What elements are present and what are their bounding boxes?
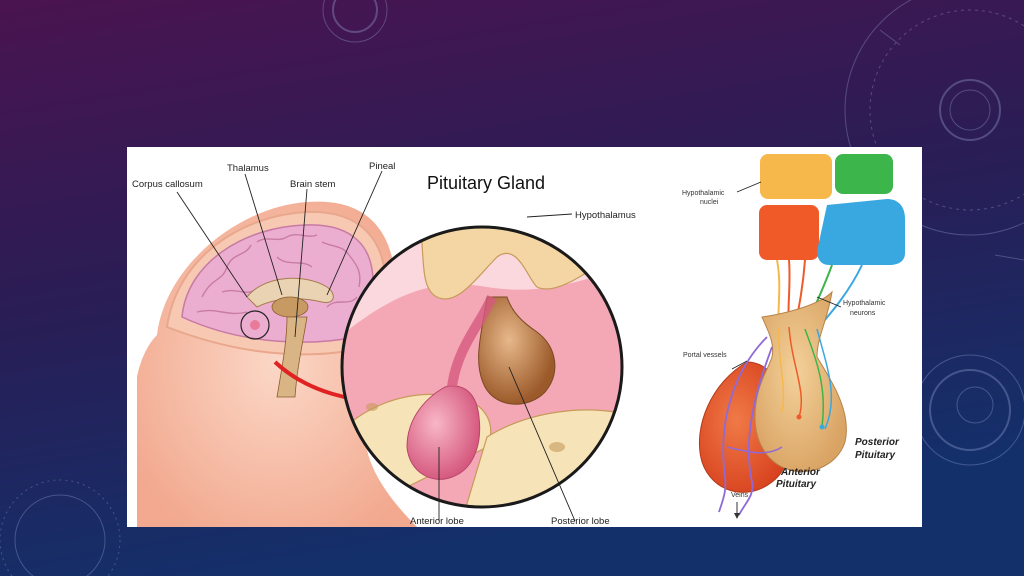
label-hypothalamic-neurons-1: Hypothalamic [843,300,886,307]
nucleus-blue [817,199,905,265]
label-anterior-lobe: Anterior lobe [410,516,464,527]
label-anterior-pituitary-2: Pituitary [776,479,816,490]
label-posterior-lobe: Posterior lobe [551,516,610,527]
closeup-circle-border [340,225,624,509]
label-hypothalamic-neurons-2: neurons [850,310,876,317]
nucleus-red [759,205,819,260]
nucleus-green [835,154,893,194]
label-hypothalamic-nuclei-2: nuclei [700,199,719,206]
label-corpus-callosum: Corpus callosum [132,179,203,190]
pituitary-schematic [698,154,905,519]
label-brain-stem: Brain stem [290,179,335,190]
diagram-title: Pituitary Gland [427,173,545,193]
nucleus-yellow [760,154,832,199]
pituitary-location-marker [240,310,270,340]
diagram-panel: Corpus callosum Thalamus Brain stem Pine… [127,147,922,527]
label-anterior-pituitary-1: Anterior [780,467,821,478]
label-hypothalamic-nuclei-1: Hypothalamic [682,190,725,197]
pituitary-diagram: Corpus callosum Thalamus Brain stem Pine… [132,154,905,527]
label-thalamus: Thalamus [227,163,269,174]
label-hypothalamus: Hypothalamus [575,210,636,221]
label-veins: Veins [731,492,749,499]
leader-lines [176,170,576,522]
label-portal-vessels: Portal vessels [683,352,727,359]
label-pineal: Pineal [369,161,395,172]
label-posterior-pituitary-2: Pituitary [855,450,895,461]
label-posterior-pituitary-1: Posterior [855,437,900,448]
